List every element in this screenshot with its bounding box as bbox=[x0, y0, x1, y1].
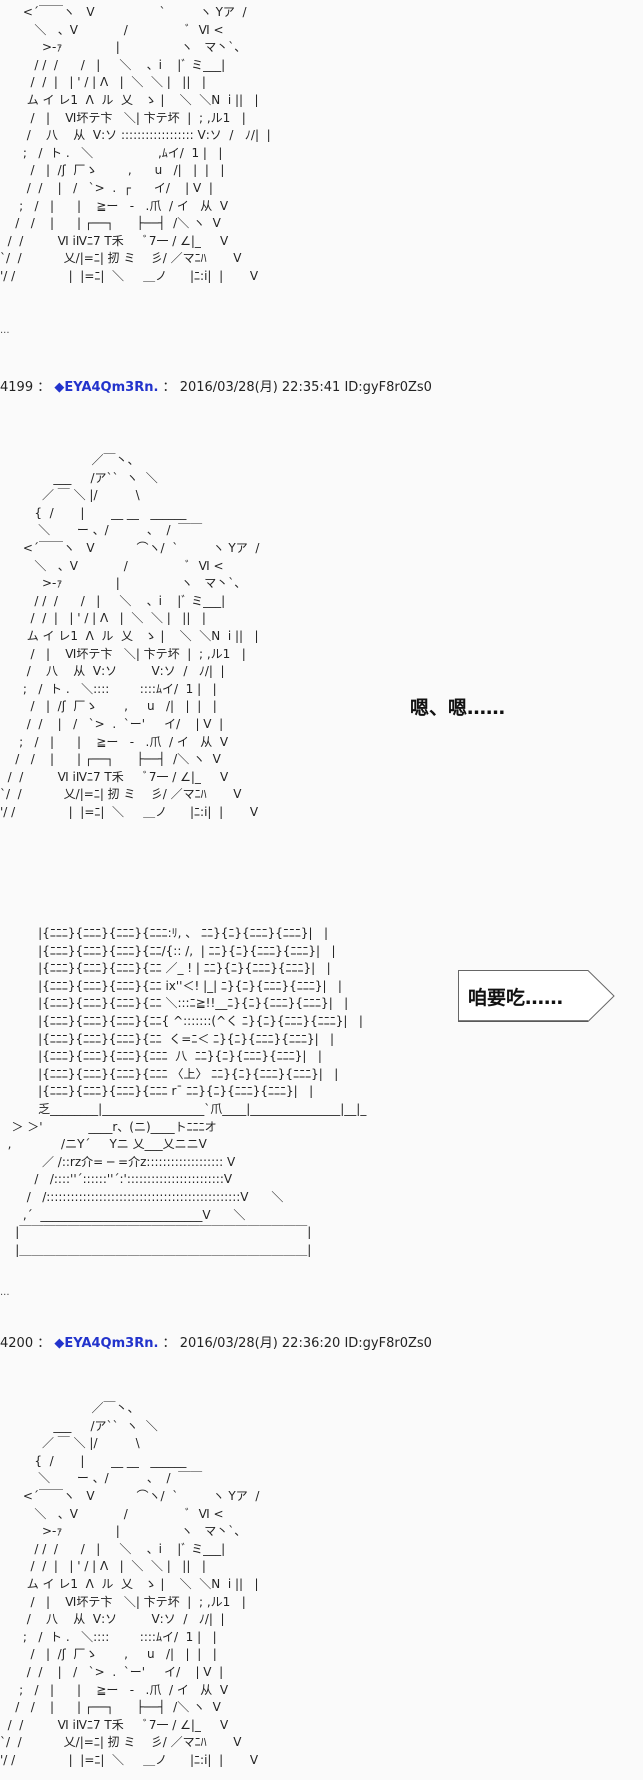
post-date: 2016/03/28(月) 22:35:41 bbox=[179, 380, 341, 395]
post-separator: ： bbox=[37, 1336, 51, 1351]
speech-bubble-shape bbox=[458, 970, 615, 1022]
post-header: 4199 ： ◆EYA4Qm3Rn. ： 2016/03/28(月) 22:35… bbox=[0, 376, 432, 395]
speech-text: 咱要吃…… bbox=[468, 987, 564, 1009]
post-separator: ： bbox=[37, 380, 51, 395]
post-header: 4200 ： ◆EYA4Qm3Rn. ： 2016/03/28(月) 22:36… bbox=[0, 1332, 432, 1351]
post-number[interactable]: 4199 bbox=[0, 380, 34, 395]
ascii-art-figure: ／￣丶、 ___ /ア`` ヽ ＼ ／ ￣ ＼ |/ \ { / | __ __… bbox=[0, 1401, 260, 1767]
ascii-art-figure: ／￣丶、 ___ /ア`` ヽ ＼ ／ ￣ ＼ |/ \ { / | __ __… bbox=[0, 453, 260, 819]
post-id[interactable]: ID:gyF8r0Zs0 bbox=[344, 1336, 432, 1351]
ellipsis-mark: ... bbox=[0, 1287, 10, 1298]
ellipsis-mark: ... bbox=[0, 325, 10, 336]
post-id[interactable]: ID:gyF8r0Zs0 bbox=[344, 380, 432, 395]
post-date: 2016/03/28(月) 22:36:20 bbox=[179, 1336, 341, 1351]
speech-text: 嗯、嗯…… bbox=[410, 697, 506, 719]
post-separator: ： bbox=[162, 380, 176, 395]
ascii-art-figure-top: <´￣￣ヽ V ` ヽ Yア / ＼ 、V / ﾞ Ⅵ < >-ｧ | ヽ マ丶… bbox=[0, 5, 271, 283]
trip-diamond-icon: ◆ bbox=[54, 380, 65, 395]
post-separator: ： bbox=[162, 1336, 176, 1351]
ascii-art-computer: |{ﾆﾆﾆ}{ﾆﾆﾆ}{ﾆﾆﾆ}{ﾆﾆﾆ:ﾘ, 、 ﾆﾆ}{ﾆ}{ﾆﾆﾆ}{ﾆﾆ… bbox=[7, 926, 367, 1257]
trip-code: EYA4Qm3Rn. bbox=[64, 1336, 159, 1351]
trip-code: EYA4Qm3Rn. bbox=[64, 380, 159, 395]
trip-diamond-icon: ◆ bbox=[54, 1336, 65, 1351]
post-number[interactable]: 4200 bbox=[0, 1336, 34, 1351]
speech-bubble: 咱要吃…… bbox=[458, 970, 616, 1022]
